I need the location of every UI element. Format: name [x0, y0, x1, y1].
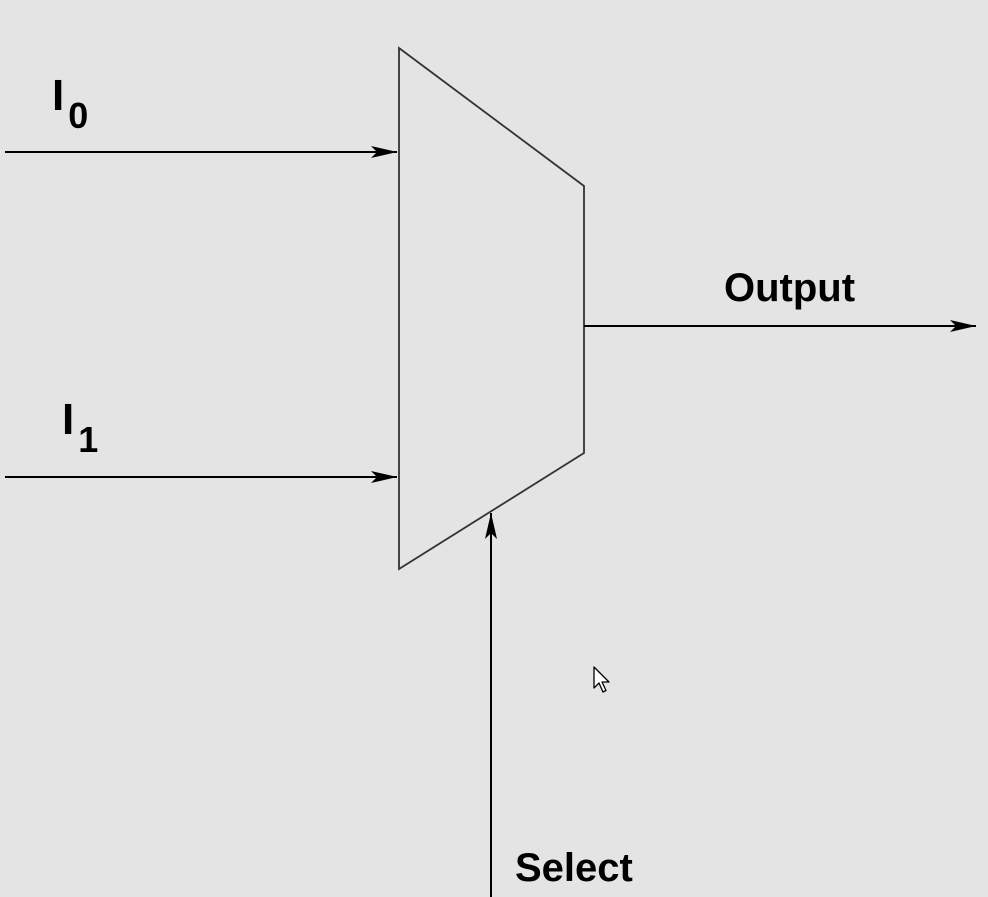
- mux-body: [398, 46, 585, 571]
- output-label: Output: [724, 266, 856, 310]
- select-label: Select: [515, 846, 633, 890]
- input-1-label-main: I: [62, 395, 75, 444]
- input-0-label-main: I: [52, 71, 65, 120]
- input-1-label-subscript: 1: [78, 419, 99, 460]
- mouse-cursor-icon: [593, 666, 610, 693]
- input-0-label-subscript: 0: [68, 95, 89, 136]
